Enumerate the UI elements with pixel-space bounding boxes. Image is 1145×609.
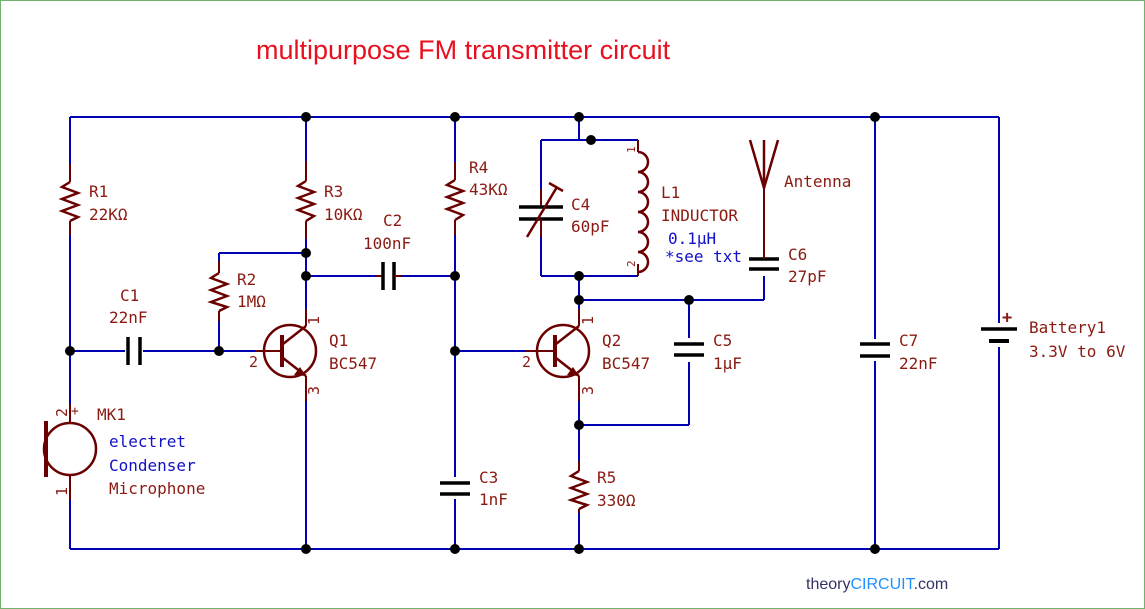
junction-dot <box>301 544 311 554</box>
c7-value: 22nF <box>899 354 938 373</box>
c1-value: 22nF <box>109 308 148 327</box>
watermark-suffix: .com <box>914 576 949 593</box>
junction-dot <box>301 248 311 258</box>
capacitor-c1 <box>126 337 142 365</box>
c5-ref: C5 <box>713 331 732 350</box>
l1-value: INDUCTOR <box>661 206 738 225</box>
l1-pin-1: 1 <box>625 146 638 153</box>
junction-dot <box>301 112 311 122</box>
q2-pin-1: 1 <box>579 316 597 325</box>
r4-value: 43KΩ <box>469 180 508 199</box>
c4-ref: C4 <box>571 195 590 214</box>
r2-ref: R2 <box>237 270 256 289</box>
watermark-highlight: CIRCUIT <box>850 576 915 593</box>
junction-dot <box>870 544 880 554</box>
r3-value: 10KΩ <box>324 205 363 224</box>
resistor-r4 <box>443 162 467 235</box>
junction-dot <box>586 135 596 145</box>
junction-dot <box>574 544 584 554</box>
inductor-l1 <box>637 140 650 276</box>
variable-capacitor-c4 <box>519 181 564 238</box>
microphone-mk1 <box>42 404 98 500</box>
capacitor-c3 <box>440 481 470 496</box>
r5-value: 330Ω <box>597 491 636 510</box>
junction-dot <box>574 295 584 305</box>
q2-pin-2: 2 <box>522 353 531 371</box>
c6-ref: C6 <box>788 245 807 264</box>
resistor-r5 <box>567 461 591 513</box>
resistor-r2 <box>207 261 231 321</box>
battery-value: 3.3V to 6V <box>1029 342 1126 361</box>
resistor-r3 <box>294 161 318 239</box>
capacitor-c5 <box>674 342 704 357</box>
mk1-line3: Microphone <box>109 479 205 498</box>
c3-value: 1nF <box>479 490 508 509</box>
watermark-prefix: theory <box>806 576 850 593</box>
c2-value: 100nF <box>363 234 411 253</box>
junction-dot <box>870 112 880 122</box>
q2-value: BC547 <box>602 354 650 373</box>
r3-ref: R3 <box>324 182 343 201</box>
l1-pin-2: 2 <box>625 260 638 267</box>
battery-1 <box>981 327 1017 343</box>
junction-dot <box>450 346 460 356</box>
r1-value: 22KΩ <box>89 205 128 224</box>
c3-ref: C3 <box>479 468 498 487</box>
junction-dot <box>65 346 75 356</box>
mk1-line1: electret <box>109 432 186 451</box>
c5-value: 1µF <box>713 354 742 373</box>
transistor-q1 <box>255 309 318 401</box>
junction-dot <box>684 295 694 305</box>
junction-dot <box>214 346 224 356</box>
c6-value: 27pF <box>788 267 827 286</box>
q1-value: BC547 <box>329 354 377 373</box>
q1-pin-1: 1 <box>305 316 323 325</box>
transistor-q2 <box>526 309 591 401</box>
resistor-r1 <box>58 164 82 235</box>
battery-ref: Battery1 <box>1029 318 1106 337</box>
diagram-title: multipurpose FM transmitter circuit <box>256 35 671 65</box>
q1-ref: Q1 <box>329 331 348 350</box>
l1-ref: L1 <box>661 183 680 202</box>
q2-ref: Q2 <box>602 331 621 350</box>
q1-pin-2: 2 <box>249 353 258 371</box>
mk1-ref: MK1 <box>97 405 126 424</box>
q2-pin-3: 3 <box>579 386 597 395</box>
mk1-line2: Condenser <box>109 456 196 475</box>
mk1-pin-1: 1 <box>53 487 71 496</box>
capacitor-c7 <box>860 342 890 358</box>
junctions <box>65 112 880 554</box>
c2-ref: C2 <box>383 211 402 230</box>
junction-dot <box>574 271 584 281</box>
junction-dot <box>450 112 460 122</box>
mk1-pin-2: 2 <box>53 408 71 417</box>
junction-dot <box>450 544 460 554</box>
antenna-label: Antenna <box>784 172 851 191</box>
c7-ref: C7 <box>899 331 918 350</box>
junction-dot <box>574 420 584 430</box>
junction-dot <box>301 271 311 281</box>
battery-plus: + <box>1002 308 1012 328</box>
wires <box>69 116 1000 550</box>
c4-value: 60pF <box>571 217 610 236</box>
r2-value: 1MΩ <box>237 292 266 311</box>
q1-pin-3: 3 <box>305 386 323 395</box>
r1-ref: R1 <box>89 182 108 201</box>
r5-ref: R5 <box>597 468 616 487</box>
antenna <box>748 139 780 259</box>
r4-ref: R4 <box>469 158 488 177</box>
l1-inductance: 0.1µH <box>668 229 716 248</box>
l1-note: *see txt <box>665 247 742 266</box>
capacitor-c6 <box>749 257 779 271</box>
watermark: theoryCIRCUIT.com <box>806 576 948 593</box>
c1-ref: C1 <box>120 286 139 305</box>
junction-dot <box>574 112 584 122</box>
capacitor-c2 <box>375 262 401 290</box>
junction-dot <box>450 271 460 281</box>
mk1-plus: + <box>71 404 79 419</box>
